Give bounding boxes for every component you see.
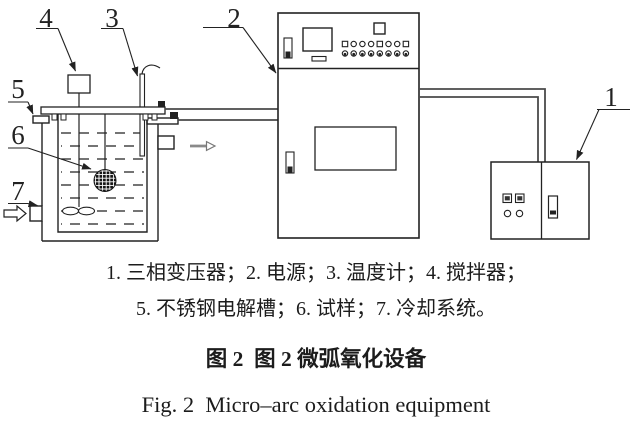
jacket-left-flange (32, 115, 50, 124)
panel-button (385, 40, 392, 48)
equipment-diagram: 4 3 2 5 6 7 1 (3, 3, 630, 242)
sample-disc (93, 169, 117, 192)
main-switch-button (373, 22, 386, 35)
panel-button-dot (352, 52, 356, 56)
panel-button (402, 50, 410, 57)
figure-title-zh: 图 2 图 2 微弧氧化设备 (205, 347, 427, 371)
callout-2: 2 (203, 3, 277, 74)
cabinet-door-window (314, 126, 397, 171)
legend-line-2: 5. 不锈钢电解槽；6. 试样；7. 冷却系统。 (136, 298, 496, 320)
panel-button (350, 40, 357, 48)
propeller-blade (61, 206, 80, 216)
legend-line-1: 1. 三相变压器；2. 电源；3. 温度计；4. 搅拌器； (106, 262, 526, 284)
inner-vessel (57, 114, 148, 233)
display-slot (311, 55, 327, 62)
cooling-inlet-pipe (29, 205, 43, 222)
cabinet-display (302, 27, 333, 52)
callout-number: 1 (604, 82, 618, 112)
callout-number: 3 (105, 3, 119, 33)
panel-button (367, 50, 375, 57)
panel-button-dot (395, 52, 399, 56)
callout-number: 6 (11, 120, 25, 150)
power-cabinet (277, 12, 420, 239)
panel-button-dot (343, 52, 347, 56)
thermometer-wire (141, 64, 161, 75)
callout-6: 6 (8, 120, 92, 170)
callout-4: 4 (36, 3, 77, 72)
indicator-lamp (503, 209, 512, 218)
panel-button (359, 40, 366, 48)
callout-number: 2 (227, 3, 241, 33)
panel-button (367, 40, 375, 48)
panel-button (350, 50, 357, 57)
panel-button (393, 50, 401, 57)
callout-3: 3 (101, 3, 139, 77)
stirrer-motor (67, 74, 91, 94)
panel-button-dot (361, 52, 364, 56)
callout-5: 5 (8, 74, 34, 115)
coolant-inlet-arrow-icon (3, 204, 27, 223)
panel-button-dot (387, 52, 390, 56)
cabinet-door-handle (285, 151, 295, 174)
panel-button (402, 40, 410, 48)
panel-button (393, 40, 401, 48)
panel-buttons (341, 40, 410, 57)
terminal-post (170, 112, 178, 119)
stirrer (61, 74, 96, 216)
panel-button (341, 40, 349, 48)
panel-button (385, 50, 392, 57)
panel-button (376, 50, 384, 57)
indicator-lamp (515, 209, 524, 218)
figure-title-en: Fig. 2 Micro–arc oxidation equipment (141, 392, 491, 417)
jacket-fitting (157, 135, 175, 150)
cabinet-handle (283, 37, 293, 59)
panel-button (341, 50, 349, 57)
panel-button-dot (404, 52, 408, 56)
transformer-handle (547, 195, 559, 219)
sample-specimen (93, 114, 117, 192)
electrolytic-cell (29, 114, 179, 242)
terminal-post (158, 101, 165, 107)
panel-button-dot (369, 52, 373, 56)
callout-7: 7 (8, 176, 38, 208)
panel-button-dot (378, 52, 382, 56)
callout-number: 7 (11, 176, 25, 206)
tank-lid (40, 106, 166, 121)
transformer-wires (419, 88, 546, 162)
callout-number: 5 (11, 74, 25, 104)
flow-arrow-icon (190, 140, 217, 152)
propeller-blade (77, 206, 96, 216)
callout-number: 4 (39, 3, 53, 33)
transformer-box (490, 161, 590, 240)
callout-1: 1 (575, 82, 630, 160)
panel-button (359, 50, 366, 57)
panel-button (376, 40, 384, 48)
electrode-wires (158, 101, 278, 121)
